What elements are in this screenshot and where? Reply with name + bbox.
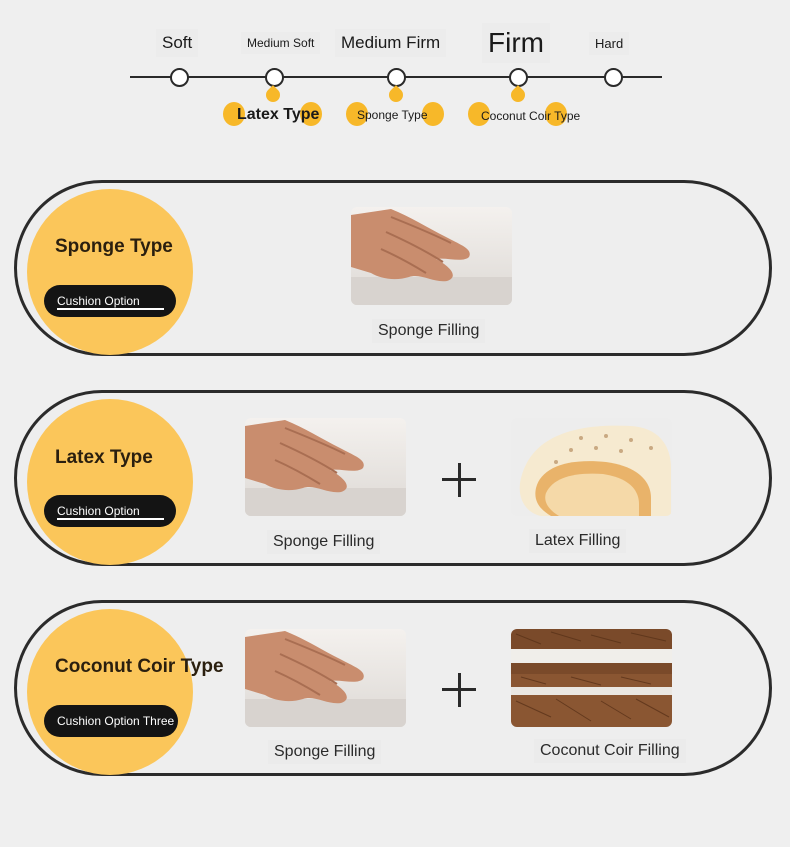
pill-underline [57, 308, 164, 310]
latex-marker-blob-left [223, 102, 245, 126]
latex-marker-drop-icon [263, 85, 283, 105]
latex-marker-blob-right [300, 102, 322, 126]
latex-filling-image [511, 418, 672, 516]
pill-underline [57, 518, 164, 520]
coir-marker-blob-left [468, 102, 490, 126]
card-title: Sponge Type [55, 236, 173, 257]
type-badge-circle [27, 399, 193, 565]
sponge-marker-blob-right [422, 102, 444, 126]
coconut-coir-type-card: Coconut Coir Type Cushion Option Three S… [14, 600, 772, 776]
scale-dot-soft [170, 68, 189, 87]
coconut-coir-filling-caption: Coconut Coir Filling [534, 739, 686, 763]
plus-icon [442, 673, 476, 707]
latex-type-card: Latex Type Cushion Option Sponge Filling [14, 390, 772, 566]
scale-dot-medium-soft [265, 68, 284, 87]
cushion-option-button[interactable]: Cushion Option [44, 285, 176, 317]
coir-marker-blob-right [545, 102, 567, 126]
sponge-marker-blob-left [346, 102, 368, 126]
sponge-type-marker-label: Sponge Type [357, 108, 428, 122]
card-title: Coconut Coir Type [55, 656, 224, 677]
sponge-type-card: Sponge Type Cushion Option Sponge Fillin… [14, 180, 772, 356]
scale-label-hard: Hard [589, 32, 630, 55]
card-title: Latex Type [55, 447, 153, 468]
cushion-option-label: Cushion Option [57, 294, 140, 308]
scale-dot-hard [604, 68, 623, 87]
sponge-filling-caption: Sponge Filling [267, 530, 381, 554]
coconut-coir-filling-image [511, 629, 672, 727]
plus-icon [442, 463, 476, 497]
cushion-option-label: Cushion Option [57, 504, 140, 518]
type-badge-circle [27, 609, 193, 775]
coir-marker-drop-icon [508, 85, 528, 105]
cushion-option-button[interactable]: Cushion Option Three [44, 705, 178, 737]
scale-label-medium-soft: Medium Soft [241, 32, 321, 54]
scale-label-medium-firm: Medium Firm [335, 29, 447, 57]
sponge-filling-image [245, 629, 406, 727]
scale-label-firm: Firm [482, 23, 550, 63]
sponge-filling-image [245, 418, 406, 516]
sponge-filling-image [351, 207, 512, 305]
type-badge-circle [27, 189, 193, 355]
scale-dot-firm [509, 68, 528, 87]
cushion-option-label: Cushion Option Three [57, 714, 175, 728]
sponge-marker-drop-icon [386, 85, 406, 105]
latex-filling-caption: Latex Filling [529, 529, 627, 553]
sponge-filling-caption: Sponge Filling [372, 319, 486, 343]
cushion-option-button[interactable]: Cushion Option [44, 495, 176, 527]
coconut-coir-type-marker-label: Coconut Coir Type [481, 109, 581, 123]
sponge-filling-caption: Sponge Filling [268, 740, 382, 764]
scale-dot-medium-firm [387, 68, 406, 87]
latex-type-marker-label: Latex Type [237, 106, 320, 123]
scale-label-soft: Soft [156, 29, 199, 57]
